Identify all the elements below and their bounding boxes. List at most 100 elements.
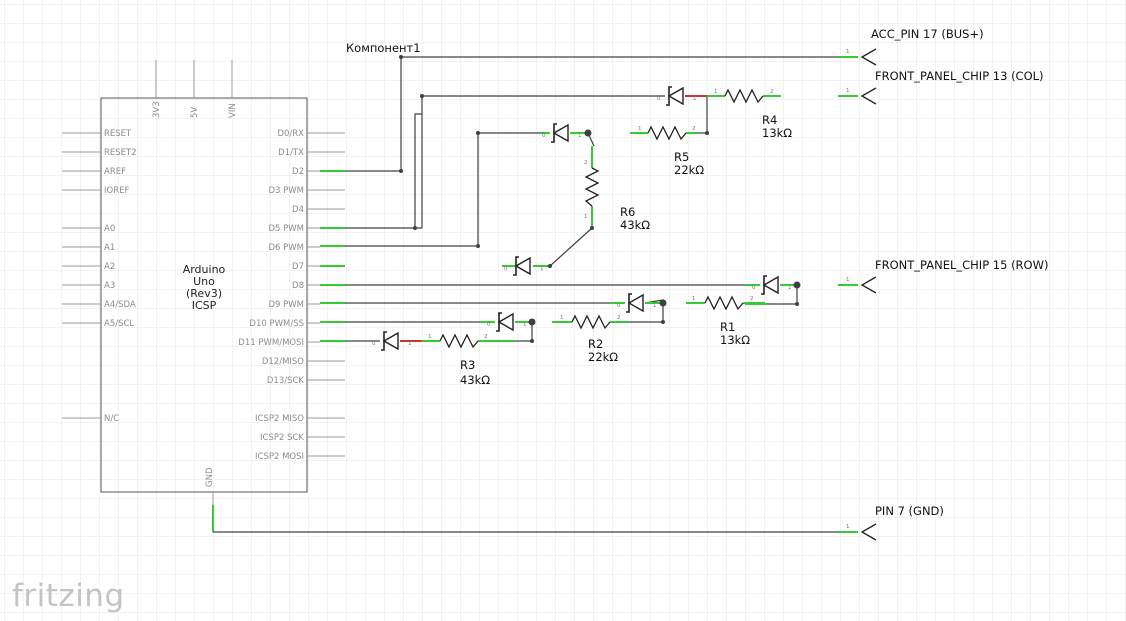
resistor-r1[interactable]: 1 2 R1 13kΩ bbox=[692, 295, 754, 347]
board-pin-a2[interactable]: A2 bbox=[62, 262, 115, 272]
resistor-name: R6 bbox=[620, 205, 635, 219]
board-pin-d6-pwm[interactable]: D6 PWM bbox=[268, 243, 320, 253]
resistor-r3[interactable]: 1 2 R3 43kΩ bbox=[428, 333, 490, 387]
resistor-r5[interactable]: 1 2 R5 22kΩ bbox=[638, 125, 704, 177]
resistor-name: R3 bbox=[460, 358, 475, 372]
diode-cathode-bar bbox=[666, 86, 672, 106]
resistor-symbol bbox=[724, 88, 764, 104]
diode-cathode-bar bbox=[381, 331, 387, 351]
board-pin-label: N/C bbox=[104, 414, 119, 424]
board-pin-a1[interactable]: A1 bbox=[62, 243, 115, 253]
board-pin-a0[interactable]: A0 bbox=[62, 224, 115, 234]
board-pin-label: A0 bbox=[104, 224, 115, 234]
board-pin-d0-rx[interactable]: D0/RX bbox=[277, 129, 345, 139]
board-pin-5v[interactable]: 5V bbox=[190, 60, 200, 118]
board-pin-label: D10 PWM/SS bbox=[249, 319, 304, 329]
board-pin-d5-pwm[interactable]: D5 PWM bbox=[268, 224, 320, 234]
board-pin-label: VIN bbox=[228, 103, 238, 118]
diode-pin-label: 1 bbox=[693, 96, 697, 102]
diode-pin-label: 0 bbox=[487, 322, 491, 328]
resistor-value: 22kΩ bbox=[674, 163, 704, 177]
wire-d5-col-diode bbox=[345, 95, 665, 229]
resistor-pin-label: 2 bbox=[484, 334, 488, 340]
board-pin-a4-sda[interactable]: A4/SDA bbox=[62, 300, 136, 310]
board-pin-reset[interactable]: RESET bbox=[62, 129, 132, 139]
connector-gnd[interactable]: 1 PIN 7 (GND) bbox=[846, 504, 944, 541]
board-pin-d3-pwm[interactable]: D3 PWM bbox=[268, 186, 345, 196]
board-pin-d12-miso[interactable]: D12/MISO bbox=[262, 357, 345, 367]
resistor-pin-label: 2 bbox=[692, 126, 696, 132]
wire-r6-d7-diode bbox=[549, 227, 593, 267]
board-pin-d11-pwm-mosi[interactable]: D11 PWM/MOSI bbox=[238, 338, 320, 348]
board-pin-icsp2-mosi[interactable]: ICSP2 MOSI bbox=[255, 452, 345, 462]
board-pin-label: D12/MISO bbox=[262, 357, 304, 367]
diode-cathode-bar bbox=[761, 275, 767, 295]
board-pin-reset2[interactable]: RESET2 bbox=[62, 148, 137, 158]
board-pin-d9-pwm[interactable]: D9 PWM bbox=[268, 300, 320, 310]
resistor-r4[interactable]: 1 2 R4 13kΩ bbox=[714, 88, 792, 140]
board-pin-label: D8 bbox=[292, 281, 304, 291]
board-title-line: (Rev3) bbox=[186, 287, 222, 300]
board-pin-label: 3V3 bbox=[152, 101, 162, 118]
diode-cathode-bar bbox=[551, 123, 557, 143]
connector-arrow-icon bbox=[860, 87, 877, 105]
board-pin-d10-pwm-ss[interactable]: D10 PWM/SS bbox=[249, 319, 320, 329]
board-pin-label: AREF bbox=[104, 167, 126, 177]
board-pin-d13-sck[interactable]: D13/SCK bbox=[267, 376, 345, 386]
board-pin-d1-tx[interactable]: D1/TX bbox=[278, 148, 345, 158]
board-pin-ioref[interactable]: IOREF bbox=[62, 186, 129, 196]
board-pin-aref[interactable]: AREF bbox=[62, 167, 126, 177]
board-pin-d2[interactable]: D2 bbox=[292, 167, 320, 177]
board-title-line: Uno bbox=[193, 275, 215, 288]
diode-triangle bbox=[667, 86, 684, 106]
board-pin-a3[interactable]: A3 bbox=[62, 281, 115, 291]
diode-pin-label: 0 bbox=[372, 341, 376, 347]
resistor-pin-label: 2 bbox=[750, 296, 754, 302]
connector-acc[interactable]: 1 ACC_PIN 17 (BUS+) bbox=[846, 27, 984, 66]
board-pin-3v3[interactable]: 3V3 bbox=[152, 60, 162, 118]
board-pin-label: D0/RX bbox=[277, 129, 304, 139]
board-pin-vin[interactable]: VIN bbox=[228, 60, 238, 118]
board-pin-n-c[interactable]: N/C bbox=[62, 414, 119, 424]
board-pin-label: D11 PWM/MOSI bbox=[238, 338, 304, 348]
connector-row[interactable]: 1 FRONT_PANEL_CHIP 15 (ROW) bbox=[846, 258, 1048, 294]
board-pin-label: D7 bbox=[292, 262, 304, 272]
resistor-pin-label: 1 bbox=[692, 296, 696, 302]
board-pin-d4[interactable]: D4 bbox=[292, 205, 345, 215]
diode-pin-label: 1 bbox=[578, 133, 582, 139]
board-pin-a5-scl[interactable]: A5/SCL bbox=[62, 319, 134, 329]
diode-pin-label: 0 bbox=[504, 266, 508, 272]
resistor-r6[interactable]: 2 1 R6 43kΩ bbox=[584, 160, 650, 232]
resistor-r2[interactable]: 1 2 R2 22kΩ bbox=[560, 314, 621, 364]
resistor-pin-label: 2 bbox=[617, 315, 621, 321]
connector-pin-label: 1 bbox=[846, 277, 850, 283]
board-pin-d7[interactable]: D7 bbox=[292, 262, 320, 272]
connector-col[interactable]: 1 FRONT_PANEL_CHIP 13 (COL) bbox=[846, 69, 1044, 105]
wires-red bbox=[400, 95, 707, 342]
board-pin-label: A4/SDA bbox=[104, 300, 136, 310]
board-title-line: Arduino bbox=[183, 263, 226, 276]
board-pin-icsp2-sck[interactable]: ICSP2 SCK bbox=[260, 433, 345, 443]
board-pin-label: GND bbox=[205, 467, 215, 487]
board-pin-gnd[interactable]: GND bbox=[205, 467, 215, 487]
board-pin-icsp2-miso[interactable]: ICSP2 MISO bbox=[255, 414, 345, 424]
diode-triangle bbox=[552, 123, 569, 143]
board-top-pins: 3V3 5V VIN bbox=[152, 60, 238, 118]
board-pin-label: D4 bbox=[292, 205, 304, 215]
resistor-name: R5 bbox=[674, 150, 689, 164]
diode-triangle bbox=[497, 312, 514, 332]
board-pin-d8[interactable]: D8 bbox=[292, 281, 320, 291]
board-pin-label: A2 bbox=[104, 262, 115, 272]
resistor-value: 13kΩ bbox=[762, 126, 792, 140]
resistor-value: 13kΩ bbox=[720, 333, 750, 347]
